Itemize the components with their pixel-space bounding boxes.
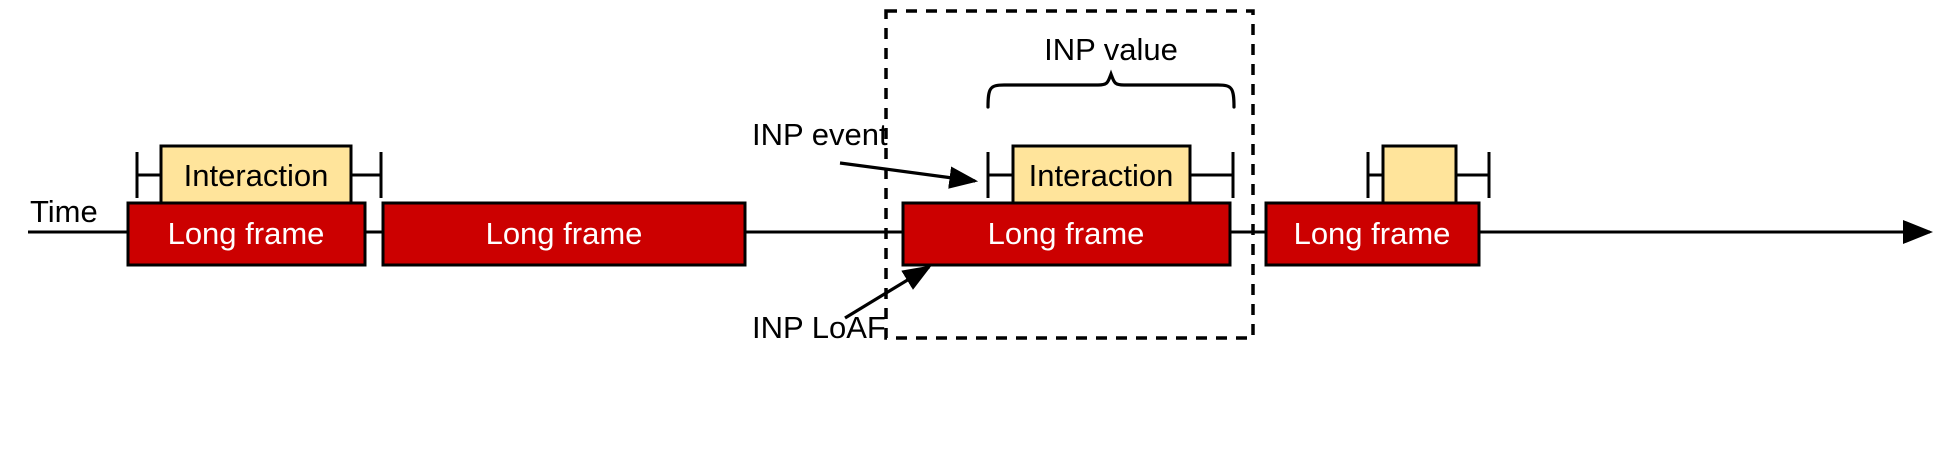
long-frame-group-3: Long frame: [901, 201, 1232, 267]
long-frame-group-1: Long frame: [126, 201, 367, 267]
long-frame-box-3: [901, 201, 1232, 267]
time-axis: Time: [28, 194, 128, 234]
inp-loaf-arrow: [844, 265, 932, 320]
interaction-group-1: Interaction: [135, 144, 383, 205]
interaction-box-1-label: Interaction: [184, 158, 329, 193]
inp-event-label: INP event: [752, 117, 888, 152]
long-frame-box-2: [381, 201, 747, 267]
inp-loaf-annotation: INP LoAF: [752, 265, 932, 345]
interaction-box-2: [1011, 144, 1192, 205]
long-frame-group-2: Long frame: [381, 201, 747, 267]
inp-highlight-dashed-box: [884, 9, 1255, 340]
interaction-group-3: [1366, 144, 1491, 205]
interaction-group-2: Interaction: [986, 144, 1235, 205]
long-frame-1-label: Long frame: [168, 216, 325, 251]
inp-event-annotation: INP event: [752, 117, 979, 189]
long-frame-4-label: Long frame: [1294, 216, 1451, 251]
interaction-box-2-label: Interaction: [1029, 158, 1174, 193]
long-frame-box-1: [126, 201, 367, 267]
long-frame-2-label: Long frame: [486, 216, 643, 251]
long-frame-group-4: Long frame: [1264, 201, 1481, 267]
inp-event-arrow: [839, 161, 979, 189]
inp-loaf-label: INP LoAF: [752, 310, 886, 345]
interaction-box-3: [1381, 144, 1458, 205]
inp-value-brace-path: [986, 69, 1236, 109]
long-frame-box-4: [1264, 201, 1481, 267]
time-axis-label: Time: [30, 194, 98, 229]
inp-value-brace: [986, 69, 1236, 109]
long-frame-3-label: Long frame: [988, 216, 1145, 251]
inp-value-label: INP value: [1044, 32, 1178, 67]
interaction-box-1: [159, 144, 353, 205]
